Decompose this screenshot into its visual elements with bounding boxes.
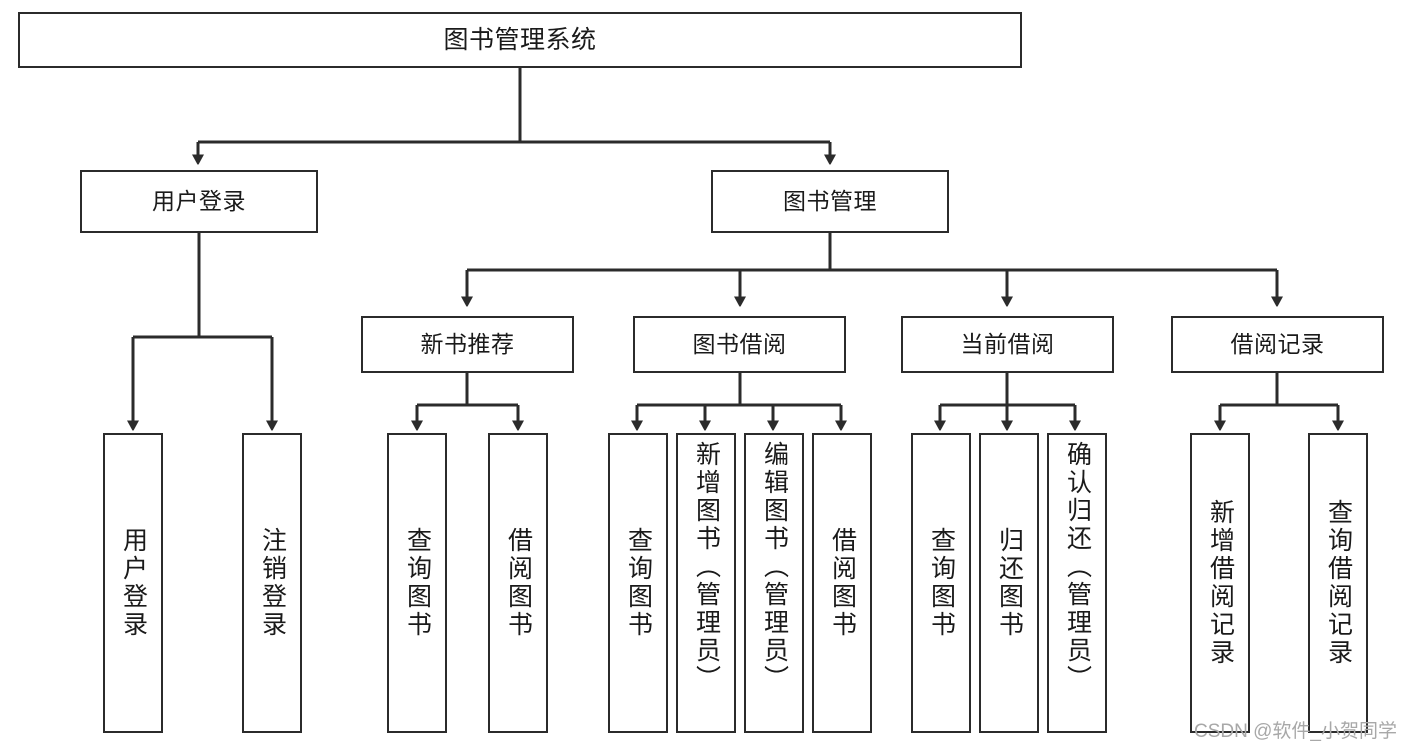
leaf-book-borrow-add[interactable]: 新增图书（管理员） xyxy=(676,433,736,733)
node-borrow-record-label: 借阅记录 xyxy=(1230,331,1325,358)
leaf-book-borrow-borrow[interactable]: 借阅图书 xyxy=(812,433,872,733)
node-current-borrow[interactable]: 当前借阅 xyxy=(901,316,1114,373)
leaf-current-borrow-confirm-label: 确认归还（管理员） xyxy=(1063,441,1092,693)
node-user-login-label: 用户登录 xyxy=(152,188,246,215)
node-book-management-label: 图书管理 xyxy=(783,188,877,215)
node-current-borrow-label: 当前借阅 xyxy=(960,331,1055,358)
leaf-user-login-logout[interactable]: 注销登录 xyxy=(242,433,302,733)
leaf-book-borrow-borrow-label: 借阅图书 xyxy=(828,527,857,639)
node-root-system[interactable]: 图书管理系统 xyxy=(18,12,1022,68)
csdn-watermark: CSDN @软件_小贺同学 xyxy=(1194,721,1397,742)
node-new-book-recommend-label: 新书推荐 xyxy=(420,331,515,358)
leaf-user-login-logout-label: 注销登录 xyxy=(258,527,287,639)
leaf-book-borrow-query[interactable]: 查询图书 xyxy=(608,433,668,733)
leaf-new-book-query[interactable]: 查询图书 xyxy=(387,433,447,733)
leaf-book-borrow-add-label: 新增图书（管理员） xyxy=(692,441,721,693)
leaf-book-borrow-edit-label: 编辑图书（管理员） xyxy=(760,441,789,693)
leaf-current-borrow-confirm[interactable]: 确认归还（管理员） xyxy=(1047,433,1107,733)
leaf-current-borrow-return[interactable]: 归还图书 xyxy=(979,433,1039,733)
node-borrow-record[interactable]: 借阅记录 xyxy=(1171,316,1384,373)
leaf-book-borrow-query-label: 查询图书 xyxy=(624,527,653,639)
node-book-management[interactable]: 图书管理 xyxy=(711,170,949,233)
leaf-current-borrow-query-label: 查询图书 xyxy=(927,527,956,639)
leaf-current-borrow-query[interactable]: 查询图书 xyxy=(911,433,971,733)
node-user-login[interactable]: 用户登录 xyxy=(80,170,318,233)
node-root-system-label: 图书管理系统 xyxy=(443,25,597,54)
leaf-user-login-login[interactable]: 用户登录 xyxy=(103,433,163,733)
leaf-current-borrow-return-label: 归还图书 xyxy=(995,527,1024,639)
leaf-new-book-borrow-label: 借阅图书 xyxy=(504,527,533,639)
node-new-book-recommend[interactable]: 新书推荐 xyxy=(361,316,574,373)
leaf-new-book-borrow[interactable]: 借阅图书 xyxy=(488,433,548,733)
node-book-borrow[interactable]: 图书借阅 xyxy=(633,316,846,373)
leaf-user-login-login-label: 用户登录 xyxy=(119,527,148,639)
node-book-borrow-label: 图书借阅 xyxy=(692,331,787,358)
leaf-borrow-record-query[interactable]: 查询借阅记录 xyxy=(1308,433,1368,733)
leaf-book-borrow-edit[interactable]: 编辑图书（管理员） xyxy=(744,433,804,733)
leaf-borrow-record-add[interactable]: 新增借阅记录 xyxy=(1190,433,1250,733)
leaf-new-book-query-label: 查询图书 xyxy=(403,527,432,639)
leaf-borrow-record-add-label: 新增借阅记录 xyxy=(1206,499,1235,667)
leaf-borrow-record-query-label: 查询借阅记录 xyxy=(1324,499,1353,667)
